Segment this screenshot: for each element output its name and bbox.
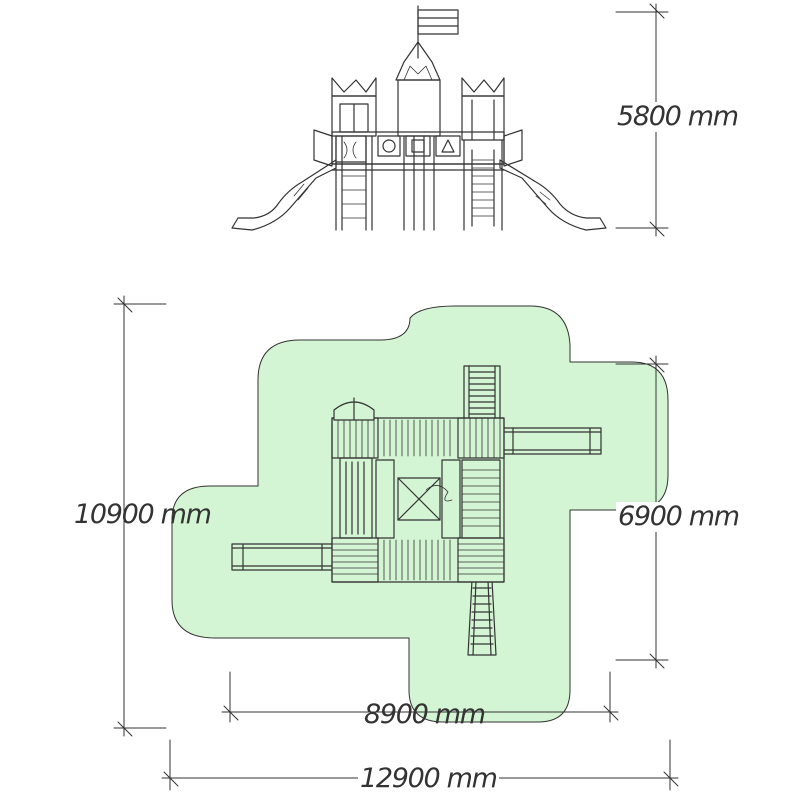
dimension-lines	[113, 3, 679, 791]
dimension-overall-width-label: 12900 mm	[358, 763, 499, 794]
dimension-height-label: 5800 mm	[615, 101, 740, 132]
dim-line-10900	[113, 295, 167, 737]
elevation-slide-left	[231, 159, 337, 231]
plan-ladder-bottom	[467, 579, 497, 656]
elevation-slide-right	[499, 159, 607, 231]
elevation-tower-center	[395, 5, 459, 231]
dimension-overall-depth-label: 10900 mm	[74, 499, 212, 530]
plan-slide-right	[502, 427, 602, 455]
plan-ladder-top	[463, 365, 501, 423]
plan-slide-left	[231, 543, 335, 571]
elevation-tower-right	[461, 77, 505, 231]
dimension-structure-width-label: 8900 mm	[364, 699, 486, 730]
elevation-view	[231, 5, 607, 231]
dim-line-8900	[221, 671, 619, 723]
elevation-panel-band	[313, 129, 523, 171]
plan-view	[171, 305, 669, 723]
dimension-structure-depth-label: 6900 mm	[616, 501, 741, 532]
plan-dome-roof	[333, 397, 375, 421]
plan-platform-frame	[331, 417, 505, 583]
dim-line-6900	[615, 355, 669, 669]
